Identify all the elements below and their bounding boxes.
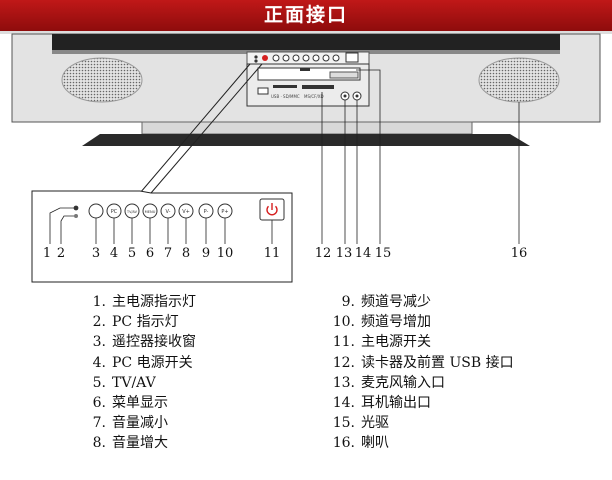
legend-item: 14.耳机输出口 — [332, 394, 431, 411]
pc-indicator-led — [74, 214, 78, 218]
page-title: 正面接口 — [263, 4, 348, 26]
legend-left: 1.主电源指示灯 2.PC 指示灯 3.遥控器接收窗 4.PC 电源开关 5.T… — [84, 292, 196, 454]
drive-module: USB · SD/MMC MS/CF/XD — [246, 63, 370, 107]
callout-9: 9 — [202, 246, 210, 261]
menu-button — [142, 203, 158, 219]
speaker-right — [478, 57, 560, 103]
legend-item: 15.光驱 — [332, 415, 389, 432]
volume-down-button — [160, 203, 176, 219]
title-banner: 正面接口 — [0, 0, 612, 31]
legend-item: 12.读卡器及前置 USB 接口 — [332, 354, 514, 371]
detail-panel — [31, 190, 293, 283]
callout-11: 11 — [264, 246, 281, 261]
legend-right: 9.频道号减少 10.频道号增加 11.主电源开关 12.读卡器及前置 USB … — [330, 292, 514, 454]
channel-down-button — [198, 203, 214, 219]
legend-item: 16.喇叭 — [332, 435, 389, 452]
callout-6: 6 — [146, 246, 154, 261]
callout-5: 5 — [128, 246, 136, 261]
legend-item: 3.遥控器接收窗 — [92, 334, 196, 351]
legend-item: 11.主电源开关 — [332, 334, 431, 351]
legend-item: 9.频道号减少 — [341, 294, 431, 310]
legend-item: 6.菜单显示 — [92, 394, 168, 411]
pc-button-label: PC — [111, 209, 118, 215]
callout-2: 2 — [57, 246, 65, 261]
remote-receiver — [88, 203, 104, 219]
port-caption-card: MS/CF/XD — [304, 94, 324, 99]
detail-buttons: PC TV/AV MENU V- V+ P- P+ — [49, 198, 285, 244]
legend-item: 4.PC 电源开关 — [92, 354, 193, 371]
legend-item: 2.PC 指示灯 — [92, 314, 179, 331]
callout-12: 12 — [315, 246, 332, 261]
callout-10: 10 — [217, 246, 234, 261]
banner-rule — [0, 31, 612, 34]
callout-13: 13 — [336, 246, 353, 261]
speaker-left — [61, 57, 143, 103]
tvav-button-label: TV/AV — [126, 210, 138, 214]
zoom-line-right — [150, 63, 263, 194]
callout-1: 1 — [43, 246, 51, 261]
legend-item: 10.频道号增加 — [332, 314, 431, 331]
port-caption-usb: USB · SD/MMC — [271, 94, 300, 99]
channel-down-label: P- — [204, 209, 209, 215]
control-strip — [246, 51, 370, 65]
callout-15: 15 — [375, 246, 392, 261]
power-indicator-led — [73, 205, 79, 211]
callout-4: 4 — [110, 246, 118, 261]
menu-button-label: MENU — [145, 210, 156, 214]
volume-up-label: V+ — [182, 209, 190, 215]
legend-item: 8.音量增大 — [92, 435, 168, 452]
volume-down-label: V- — [166, 209, 171, 215]
zoom-line-left — [139, 63, 251, 194]
pc-power-button — [106, 203, 122, 219]
callout-14: 14 — [355, 246, 372, 261]
legend-item: 13.麦克风输入口 — [332, 374, 445, 391]
callout-3: 3 — [92, 246, 100, 261]
legend-item: 5.TV/AV — [92, 374, 156, 391]
volume-up-button — [178, 203, 194, 219]
channel-up-label: P+ — [221, 209, 228, 215]
legend-item: 1.主电源指示灯 — [92, 294, 196, 310]
tvav-button — [124, 203, 140, 219]
power-icon — [266, 203, 278, 216]
channel-up-button — [217, 203, 233, 219]
callout-16: 16 — [511, 246, 528, 261]
callout-8: 8 — [182, 246, 190, 261]
callout-7: 7 — [164, 246, 172, 261]
callout-numbers: 1 2 3 4 5 6 7 8 9 10 11 12 13 14 15 16 — [43, 246, 527, 261]
legend-item: 7.音量减小 — [92, 415, 168, 432]
callout-leaders-upper — [321, 69, 520, 244]
